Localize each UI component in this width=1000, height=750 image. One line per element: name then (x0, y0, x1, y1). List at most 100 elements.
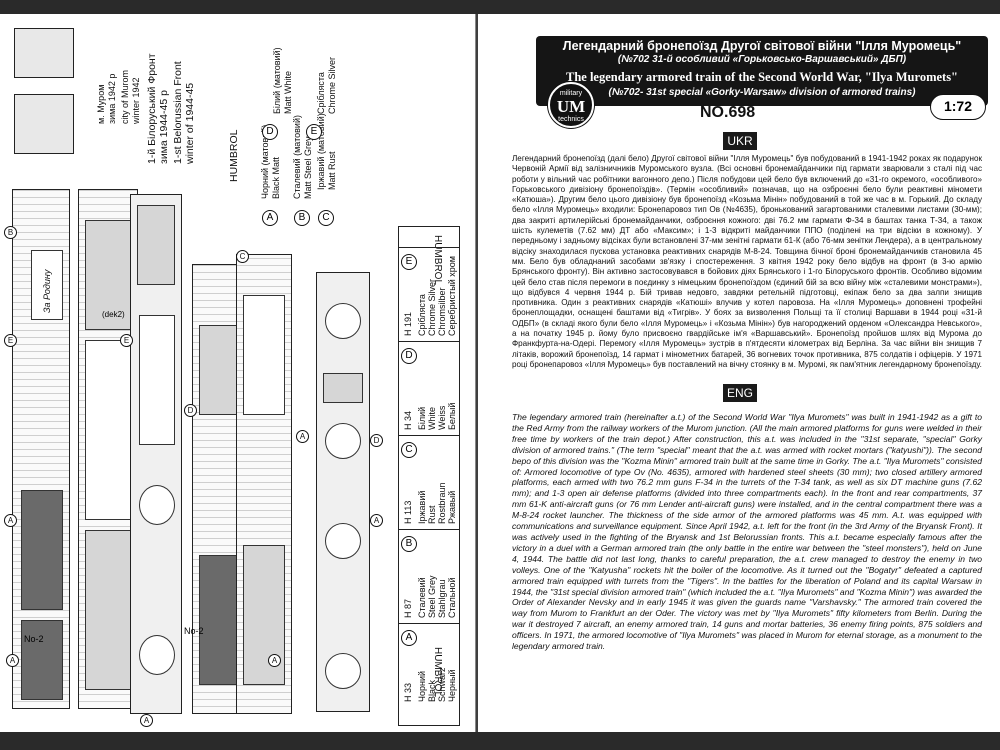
aa-gun-mount (325, 423, 361, 459)
ukr-history-text: Легендарний бронепоїзд (далі бело) Друго… (512, 154, 982, 369)
humbrol-name: Black (427, 679, 437, 702)
caption-front-ukr: 1-й Білоруський Фронт (146, 53, 158, 164)
marking-no2-b: No-2 (184, 626, 204, 636)
platform-body (85, 530, 131, 690)
key-d-eng: Matt White (283, 70, 293, 114)
humbrol-letter: C (401, 442, 417, 458)
humbrol-name: Chrome Silver (427, 278, 437, 336)
humbrol-row-b: B H 87 Сталевий Steel Grey Stahlgrau Ста… (399, 529, 459, 623)
humbrol-caption: HUMBROL (228, 129, 240, 182)
callout-a: A (4, 514, 17, 527)
humbrol-name: Чорний (417, 670, 427, 702)
callout-b: B (4, 226, 17, 239)
banner-title-eng: The legendary armored train of the Secon… (566, 70, 958, 84)
humbrol-row-c: C H 113 Іржавий Rust Rostbraun Ржавый (399, 435, 459, 529)
ukr-language-tag: UKR (723, 132, 757, 150)
caption-murom-eng-2: winter 1942 (131, 77, 141, 124)
humbrol-name: Стальной (447, 577, 457, 618)
humbrol-name: Ржавый (447, 490, 457, 524)
bottom-border (0, 732, 1000, 750)
humbrol-row-e: E H 191 Срібляста Chrome Silver Chromsil… (399, 247, 459, 341)
humbrol-letter: D (401, 348, 417, 364)
boiler-top (139, 315, 175, 445)
humbrol-row-d: D H 34 Білий White Weiss Белый (399, 341, 459, 435)
armored-platform (199, 555, 239, 685)
humbrol-name: Rostbraun (437, 482, 447, 524)
train-side-view-c (236, 254, 292, 714)
caption-front-eng-2: winter of 1944-45 (184, 82, 196, 164)
za-rodinu-panel: За Родину (31, 250, 63, 320)
kit-number: NO.698 (700, 104, 756, 121)
banner-subtitle-ukr: (№702 31-й особливий «Горьковсько-Варшав… (617, 54, 907, 65)
history-page: Легендарний бронепоїзд Другої світової в… (478, 14, 1000, 732)
humbrol-name: Stahlgrau (437, 579, 447, 618)
key-letter-d: D (262, 124, 278, 140)
key-d-ukr: Білий (матовий) (272, 47, 282, 114)
eng-language-tag: ENG (723, 384, 757, 402)
key-e-eng: Chrome Silver (327, 56, 337, 114)
humbrol-name: Сталевий (417, 577, 427, 618)
key-c-eng: Matt Rust (327, 151, 337, 190)
tender-top (137, 205, 175, 285)
decal-label: (dek2) (102, 310, 125, 319)
callout-a: A (296, 430, 309, 443)
cab-section (199, 325, 239, 415)
callout-e: E (120, 334, 133, 347)
humbrol-name: Черный (447, 669, 457, 702)
caption-front-eng: 1-st Belorussian Front (172, 61, 184, 164)
train-side-view-center (78, 189, 138, 709)
turret-top (139, 485, 175, 525)
humbrol-code: H 33 (403, 682, 413, 702)
callout-a: A (370, 514, 383, 527)
train-top-view-b (316, 272, 370, 712)
humbrol-name: Schwarz (437, 667, 447, 702)
callout-a: A (268, 654, 281, 667)
rocket-launcher (323, 373, 363, 403)
key-b-ukr: Сталевий (матовий) (292, 115, 302, 199)
humbrol-code: H 113 (403, 500, 413, 524)
locomotive-front-view (14, 28, 74, 78)
caption-murom-ukr: м. Муром (96, 84, 106, 124)
key-a-eng: Black Matt (271, 156, 281, 199)
turret-top (325, 653, 361, 689)
callout-d: D (184, 404, 197, 417)
key-letter-c: C (318, 210, 334, 226)
banner-subtitle-eng: (№702- 31st special «Gorky-Warsaw» divis… (608, 87, 916, 98)
platform-body (85, 340, 131, 520)
humbrol-name: Серебристый хром (447, 256, 457, 336)
key-b-eng: Matt Steel Grey (303, 136, 313, 199)
callout-c: C (236, 250, 249, 263)
humbrol-letter: E (401, 254, 417, 270)
logo-mark: UM (556, 97, 586, 116)
humbrol-code: H 191 (403, 311, 413, 336)
marking-no2-a: No-2 (24, 634, 44, 644)
humbrol-name: Steel Grey (427, 575, 437, 618)
callout-a: A (6, 654, 19, 667)
humbrol-name: Chromsilber (437, 287, 447, 336)
platform-side (243, 295, 285, 415)
caption-murom-eng: city of Murom (120, 69, 130, 124)
caption-front-ukr-2: зима 1944-45 р (158, 90, 170, 164)
armored-car-section (21, 490, 63, 610)
scale-badge: 1:72 (930, 94, 986, 120)
humbrol-letter: A (401, 630, 417, 646)
humbrol-name: Білий (417, 406, 427, 430)
painting-guide-page: м. Муром зима 1942 р city of Murom winte… (0, 14, 476, 732)
humbrol-letter: B (401, 536, 417, 552)
humbrol-name: White (427, 406, 437, 430)
turret-top (325, 523, 361, 559)
humbrol-name: Weiss (437, 405, 447, 430)
armored-car-section (21, 620, 63, 700)
humbrol-code: H 87 (403, 598, 413, 618)
humbrol-name: Іржавий (417, 490, 427, 524)
top-border (0, 0, 1000, 14)
za-rodinu-text: За Родину (42, 269, 52, 313)
key-e-ukr: Срібляста (316, 72, 326, 114)
humbrol-name: Rust (427, 505, 437, 524)
key-letter-e: E (306, 124, 322, 140)
key-letter-b: B (294, 210, 310, 226)
callout-a: A (140, 714, 153, 727)
brand-logo: military UM technics (548, 82, 594, 128)
logo-top-text: military (559, 90, 583, 97)
